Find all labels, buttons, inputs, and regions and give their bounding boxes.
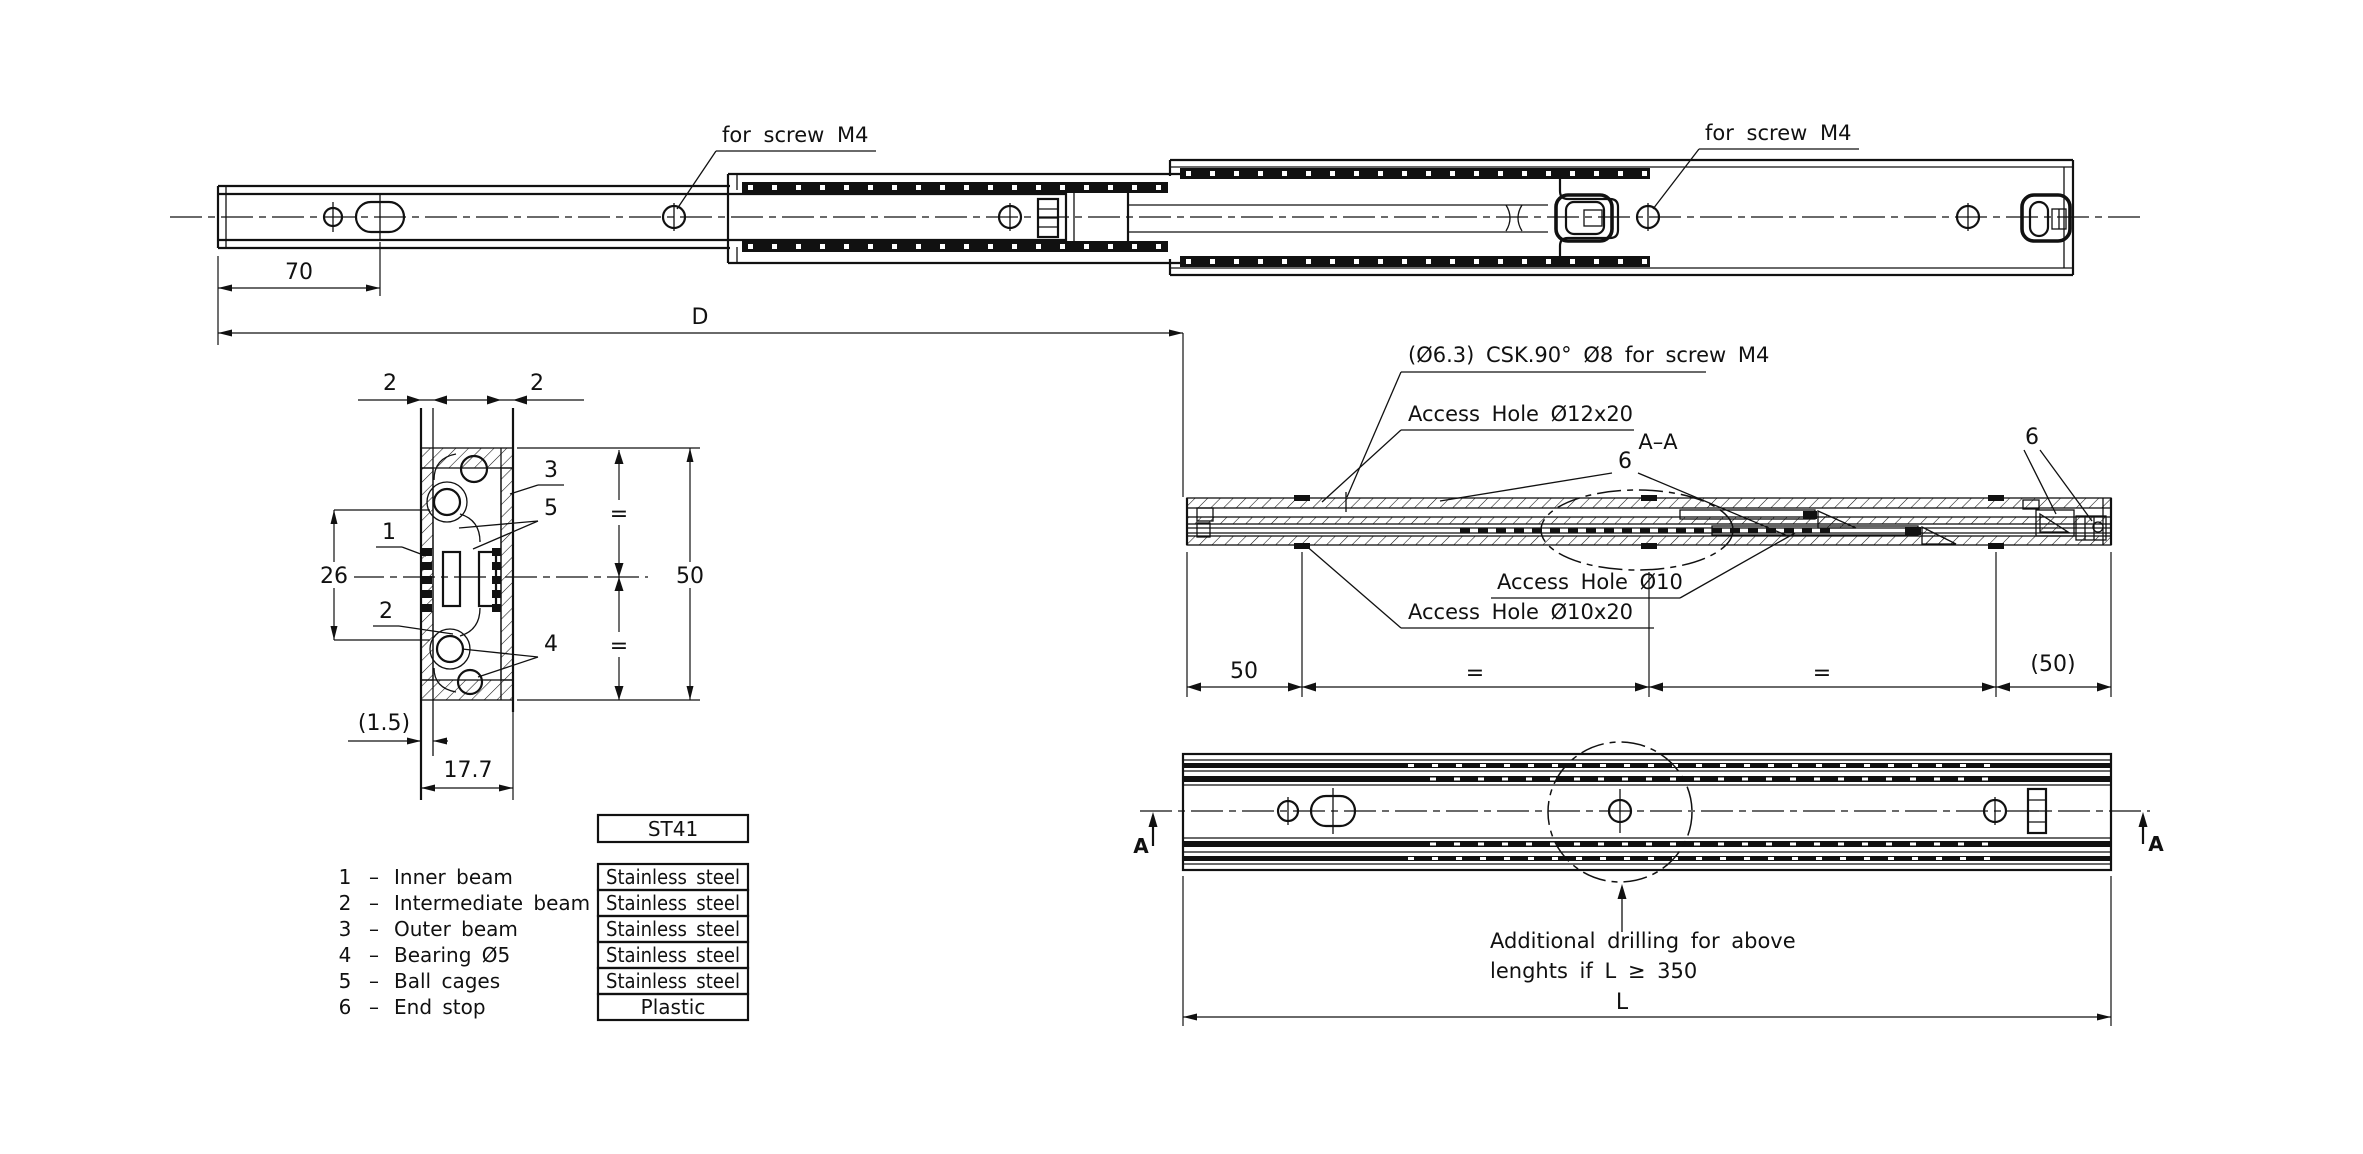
part-sep: – (369, 943, 379, 967)
dim-equal-2: = (1813, 661, 1831, 686)
part-num: 6 (339, 995, 352, 1019)
cross-section-view: 2 2 (314, 371, 712, 800)
section-marker-right: A (2138, 812, 2164, 856)
dim-70: 70 (285, 260, 313, 285)
dim-equal-upper: = (610, 502, 628, 527)
spring-detail (1505, 204, 1511, 232)
section-marker-a-right: A (2148, 832, 2164, 856)
part-num: 2 (339, 891, 352, 915)
parts-list-row: 2 – Intermediate beam Stainless steel (339, 888, 750, 918)
bearing-ball (456, 668, 484, 696)
dim-26: 26 (320, 564, 348, 589)
dim-equal-lower: = (610, 634, 628, 659)
dim-2-right: 2 (530, 371, 544, 396)
parts-list-row: 6 – End stop Plastic (339, 992, 750, 1022)
end-latch (2020, 193, 2072, 243)
dim-1-5: (1.5) (358, 711, 410, 736)
access-hole-10-label: Access Hole Ø10 (1497, 570, 1683, 594)
ball-channel (426, 481, 468, 523)
parts-list-row: 3 – Outer beam Stainless steel (339, 914, 750, 944)
dim-equal-1: = (1466, 661, 1484, 686)
part-num: 1 (339, 865, 352, 889)
part-num: 5 (339, 969, 352, 993)
part-name: Outer beam (394, 917, 518, 941)
dim-l: L (1616, 990, 1629, 1015)
top-view-annotations: for screw M4 for screw M4 70 D (217, 121, 1859, 497)
dim-50: 50 (676, 564, 704, 589)
drilling-note-line1: Additional drilling for above (1490, 929, 1796, 953)
parts-list-row: 1 – Inner beam Stainless steel (339, 862, 750, 892)
part-sep: – (369, 891, 379, 915)
access-hole-12x20-label: Access Hole Ø12x20 (1408, 402, 1633, 426)
part-num: 3 (339, 917, 352, 941)
part-sep: – (369, 917, 379, 941)
callout-2: 2 (379, 599, 393, 624)
dim-d: D (692, 305, 709, 330)
section-title: A–A (1638, 430, 1678, 454)
part-material: Stainless steel (606, 969, 740, 993)
detail-ellipse (1540, 489, 1734, 571)
part-callouts: 1 2 3 5 4 (373, 458, 564, 678)
additional-drilling-ellipse (1547, 741, 1693, 883)
intermediate-beam-wall (1186, 516, 2112, 525)
section-view-aa: (Ø6.3) CSK.90° Ø8 for screw M4 Access Ho… (1185, 343, 2113, 697)
part-name: Bearing Ø5 (394, 943, 510, 967)
part-material: Stainless steel (606, 865, 740, 889)
callout-3: 3 (544, 458, 558, 483)
part-name: End stop (394, 995, 486, 1019)
rivet (477, 550, 498, 608)
callout-6-mid: 6 (1618, 449, 1632, 474)
callout-5: 5 (544, 496, 558, 521)
dim-50-paren: (50) (2030, 652, 2075, 677)
callout-1: 1 (382, 520, 396, 545)
part-num: 4 (339, 943, 352, 967)
screw-label-right: for screw M4 (1705, 121, 1851, 145)
part-material: Plastic (641, 995, 706, 1019)
bearing-ball (432, 487, 462, 517)
section-dimension-row: 50 = = (50) (1186, 552, 2112, 697)
section-marker-left: A (1133, 812, 1158, 858)
ball-channel (429, 628, 471, 670)
part-sep: – (369, 865, 379, 889)
part-material: Stainless steel (606, 943, 740, 967)
part-name: Intermediate beam (394, 891, 590, 915)
part-material: Stainless steel (606, 891, 740, 915)
screw-label-left: for screw M4 (722, 123, 868, 147)
drilling-note-line2: lenghts if L ≥ 350 (1490, 959, 1697, 983)
dim-2-left: 2 (383, 371, 397, 396)
callout-6-right: 6 (2025, 425, 2039, 450)
bearing-ball (459, 454, 489, 484)
inner-beam (216, 182, 1130, 252)
part-material: Stainless steel (606, 917, 740, 941)
end-stop-detail-right (2022, 499, 2107, 541)
parts-list: ST41 1 – Inner beam Stainless steel 2 – … (339, 813, 750, 1022)
part-name: Ball cages (394, 969, 500, 993)
dim-17-7: 17.7 (444, 758, 493, 783)
material-header: ST41 (648, 817, 698, 841)
intermediate-beam (726, 172, 1620, 265)
latch-bracket (1554, 193, 1614, 243)
section-marker-a-left: A (1133, 834, 1149, 858)
callout-4: 4 (544, 632, 558, 657)
parts-list-row: 5 – Ball cages Stainless steel (339, 966, 750, 996)
part-sep: – (369, 995, 379, 1019)
top-view-extended-slide: for screw M4 for screw M4 70 D (170, 121, 2145, 497)
outer-beam (1168, 158, 2075, 277)
part-sep: – (369, 969, 379, 993)
csk-note: (Ø6.3) CSK.90° Ø8 for screw M4 (1408, 343, 1769, 367)
parts-list-row: 4 – Bearing Ø5 Stainless steel (339, 940, 750, 970)
hole-position-marks (1294, 492, 2004, 549)
section-body (352, 447, 648, 701)
beam-end-details (1679, 509, 1957, 545)
bottom-view-plan: A A Additional drilling for above lenght… (1133, 741, 2164, 1026)
dim-50: 50 (1230, 659, 1258, 684)
access-hole-10x20-label: Access Hole Ø10x20 (1408, 600, 1633, 624)
rivet (441, 550, 462, 608)
material-header-box (596, 813, 750, 844)
part-name: Inner beam (394, 865, 513, 889)
